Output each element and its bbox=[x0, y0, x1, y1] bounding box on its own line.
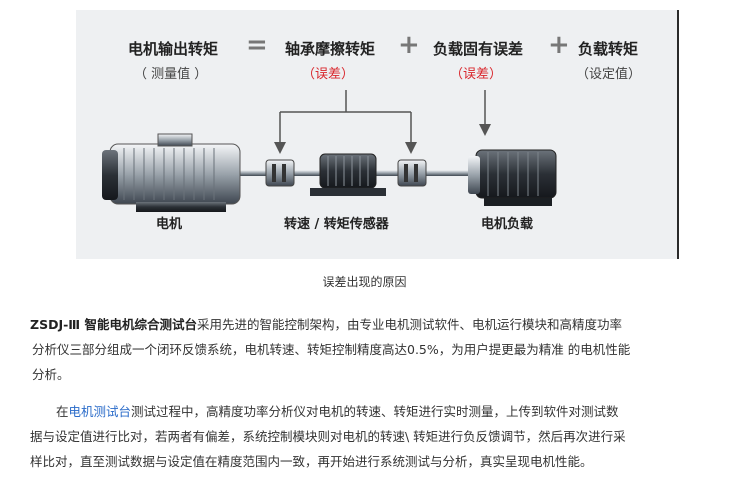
speed-torque-sensor-image bbox=[310, 153, 386, 196]
plus-sign-2: + bbox=[548, 30, 570, 60]
test-bench-illustration bbox=[102, 90, 557, 212]
sensor-label: 转速 / 转矩传感器 bbox=[284, 217, 389, 232]
paragraph-intro: ZSDJ-Ⅲ 智能电机综合测试台采用先进的智能控制架构，由专业电机测试软件、电机… bbox=[30, 312, 702, 387]
equals-sign: = bbox=[246, 30, 268, 60]
paragraph-intro-line1: ZSDJ-Ⅲ 智能电机综合测试台采用先进的智能控制架构，由专业电机测试软件、电机… bbox=[30, 312, 702, 337]
paragraph-intro-line2: 分析仪三部分组成一个闭环反馈系统，电机转速、转矩控制精度高达0.5%，为用户提更… bbox=[32, 342, 631, 357]
coupling-right bbox=[397, 159, 427, 187]
paragraph-process-line1-text: 测试过程中，高精度功率分析仪对电机的转速、转矩进行实时测量，上传到软件对测试数 bbox=[131, 404, 619, 419]
plus-sign-1: + bbox=[398, 30, 420, 60]
error-cause-diagram: 电机输出转矩 （ 测量值 ） = 轴承摩擦转矩 （误差） + 负载固有误差 （误… bbox=[76, 10, 679, 259]
eq-bearing-friction-torque: 轴承摩擦转矩 bbox=[285, 40, 376, 58]
eq-error-note-2: （误差） bbox=[450, 67, 503, 82]
load-motor-image bbox=[468, 149, 557, 206]
paragraph-intro-line1-text: 采用先进的智能控制架构，由专业电机测试软件、电机运行模块和高精度功率 bbox=[196, 317, 622, 332]
paragraph-process-line1: 在电机测试台测试过程中，高精度功率分析仪对电机的转速、转矩进行实时测量，上传到软… bbox=[30, 399, 702, 424]
paragraph-process-line3: 样比对，直至测试数据与设定值在精度范围内一致，再开始进行系统测试与分析，真实呈现… bbox=[30, 454, 593, 469]
motor-test-bench-link[interactable]: 电机测试台 bbox=[68, 404, 132, 419]
eq-error-note-1: （误差） bbox=[302, 67, 355, 82]
eq-load-torque: 负载转矩 bbox=[578, 40, 639, 58]
motor-label: 电机 bbox=[156, 217, 183, 232]
product-name: ZSDJ-Ⅲ 智能电机综合测试台 bbox=[30, 317, 197, 332]
load-motor-label: 电机负载 bbox=[481, 217, 534, 232]
eq-motor-output-torque: 电机输出转矩 bbox=[128, 40, 219, 58]
paragraph-process-prefix: 在 bbox=[56, 404, 69, 419]
bearing-friction-bracket-arrows bbox=[274, 90, 417, 154]
paragraph-process-line2: 据与设定值进行比对，若两者有偏差，系统控制模块则对电机的转速\ 转矩进行负反馈调… bbox=[30, 429, 626, 444]
eq-setpoint-note: （设定值） bbox=[576, 67, 642, 82]
paragraph-process: 在电机测试台测试过程中，高精度功率分析仪对电机的转速、转矩进行实时测量，上传到软… bbox=[30, 399, 702, 474]
paragraph-intro-line3: 分析。 bbox=[32, 367, 70, 382]
figure-caption: 误差出现的原因 bbox=[322, 275, 407, 289]
coupling-left bbox=[265, 159, 295, 187]
eq-measured-value-note: （ 测量值 ） bbox=[134, 67, 208, 82]
motor-image bbox=[102, 133, 241, 212]
eq-load-inherent-error: 负载固有误差 bbox=[433, 40, 524, 58]
